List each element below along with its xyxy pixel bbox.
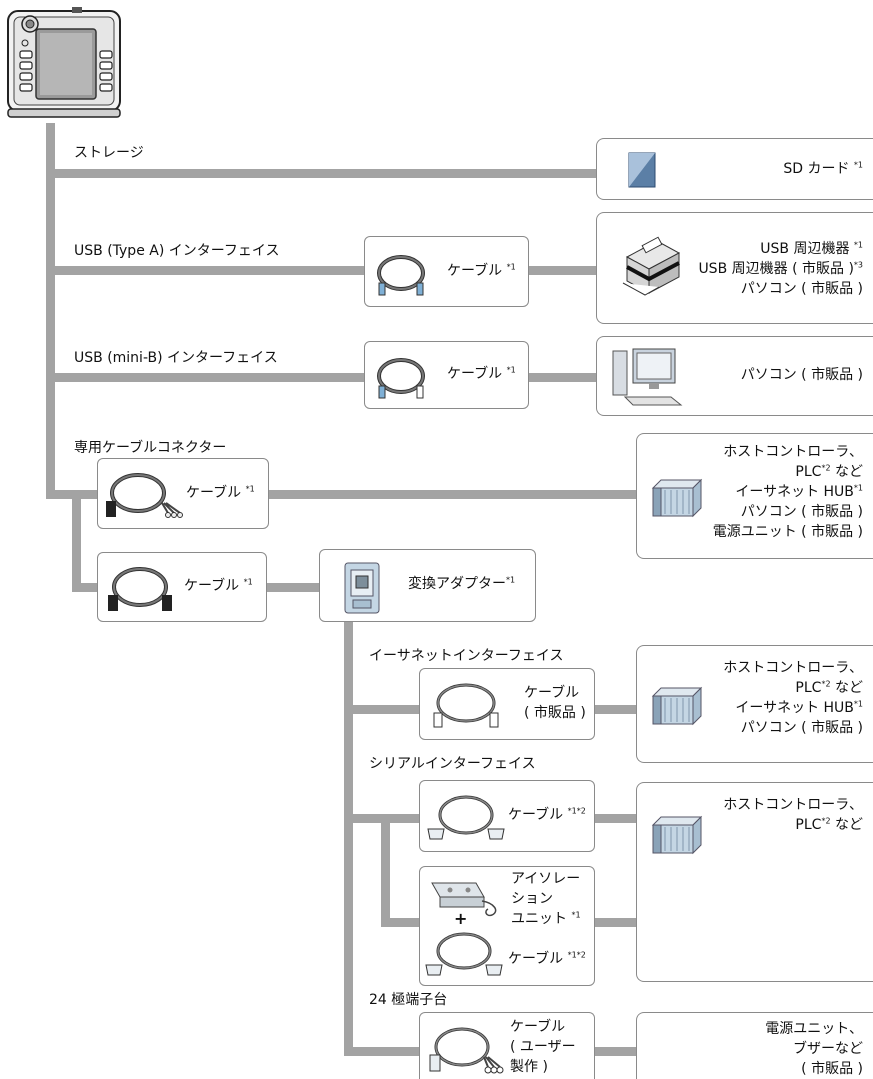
serial-destination-box: ホストコントローラ、 PLC*2 など	[636, 782, 873, 982]
branch-storage-line	[46, 169, 596, 178]
terminal-cable-box: ケーブル ( ユーザー 製作 )	[419, 1012, 595, 1079]
plc-unit-icon	[651, 815, 703, 855]
terminal-destination-label: 電源ユニット、 ブザーなど ( 市販品 )	[765, 1021, 863, 1077]
serial-cable-box: ケーブル *1*2	[419, 780, 595, 852]
terminal-cable-label: ケーブル ( ユーザー 製作 )	[510, 1019, 576, 1075]
label-ethernet-interface: イーサネットインターフェイス	[369, 648, 564, 664]
main-trunk	[46, 123, 55, 499]
usb-mini-destination-label: パソコン ( 市販品 )	[740, 367, 863, 383]
adapter-cable-icon	[108, 567, 172, 611]
ethernet-destination-box: ホストコントローラ、 PLC*2 など イーサネット HUB*1 パソコン ( …	[636, 645, 873, 763]
ethernet-cable-box: ケーブル ( 市販品 )	[419, 668, 595, 740]
branch-usb-a-line	[46, 266, 596, 275]
label-serial-interface: シリアルインターフェイス	[369, 756, 536, 772]
serial-sub-trunk	[381, 814, 390, 927]
printer-icon	[622, 236, 681, 296]
adapter-cable-label: ケーブル *1	[184, 577, 253, 594]
isolation-cable-label: ケーブル *1*2	[508, 950, 586, 967]
label-dedicated-connector: 専用ケーブルコネクター	[74, 440, 227, 456]
adapter-box: 変換アダプター*1	[319, 549, 536, 622]
usb-a-cable-label: ケーブル *1	[447, 262, 516, 279]
terminal-destination-box: 電源ユニット、 ブザーなど ( 市販品 )	[636, 1012, 873, 1079]
dedicated-cable-icon	[106, 473, 183, 518]
plc-unit-icon	[651, 686, 703, 726]
isolation-cable-icon	[425, 932, 503, 976]
usb-cable-icon	[377, 255, 425, 296]
adapter-label: 変換アダプター*1	[408, 575, 516, 592]
label-storage: ストレージ	[74, 145, 144, 161]
handheld-terminal-icon	[7, 7, 121, 118]
dedicated-destination-box: ホストコントローラ、 PLC*2 など イーサネット HUB*1 パソコン ( …	[636, 433, 873, 559]
label-terminal-block: 24 極端子台	[369, 992, 448, 1008]
usb-a-destination-label: USB 周辺機器 *1 USB 周辺機器 ( 市販品 )*3 パソコン ( 市販…	[698, 240, 863, 297]
isolation-unit-box: + アイソレー ション ユニット *1 ケーブル *1*2	[419, 866, 595, 986]
ethernet-cable-label: ケーブル ( 市販品 )	[524, 685, 586, 721]
plus-sign: +	[454, 909, 468, 928]
sd-card-box: SD カード *1	[596, 138, 873, 200]
isolation-unit-icon	[431, 882, 497, 917]
serial-destination-label: ホストコントローラ、 PLC*2 など	[723, 797, 863, 833]
usb-a-cable-box: ケーブル *1	[364, 236, 529, 307]
computer-icon	[612, 348, 683, 406]
branch-dedicated-line	[46, 490, 636, 499]
plc-unit-icon	[651, 478, 703, 518]
sd-card-label: SD カード *1	[783, 160, 863, 177]
dedicated-destination-label: ホストコントローラ、 PLC*2 など イーサネット HUB*1 パソコン ( …	[712, 444, 863, 540]
label-usb-mini-b: USB (mini-B) インターフェイス	[74, 350, 278, 366]
usb-mini-destination-box: パソコン ( 市販品 )	[596, 336, 873, 416]
usb-mini-cable-label: ケーブル *1	[447, 365, 516, 382]
ethernet-cable-icon	[433, 683, 499, 728]
isolation-unit-label: アイソレー ション ユニット *1	[511, 871, 581, 927]
ethernet-destination-label: ホストコントローラ、 PLC*2 など イーサネット HUB*1 パソコン ( …	[723, 660, 863, 736]
conversion-adapter-icon	[344, 562, 380, 614]
adapter-cable-box: ケーブル *1	[97, 552, 267, 622]
sd-card-icon	[628, 152, 656, 188]
usb-a-destination-box: USB 周辺機器 *1 USB 周辺機器 ( 市販品 )*3 パソコン ( 市販…	[596, 212, 873, 324]
usb-mini-cable-icon	[377, 358, 425, 399]
sub-trunk-adapter	[72, 490, 81, 592]
dedicated-cable-label: ケーブル *1	[186, 484, 255, 501]
branch-usb-mini-line	[46, 373, 596, 382]
dedicated-cable-box: ケーブル *1	[97, 458, 269, 529]
usb-mini-cable-box: ケーブル *1	[364, 341, 529, 409]
label-usb-type-a: USB (Type A) インターフェイス	[74, 243, 280, 259]
serial-cable-icon	[427, 795, 505, 840]
terminal-cable-icon	[429, 1027, 504, 1074]
serial-cable-label: ケーブル *1*2	[508, 806, 586, 823]
adapter-trunk	[344, 622, 353, 1056]
